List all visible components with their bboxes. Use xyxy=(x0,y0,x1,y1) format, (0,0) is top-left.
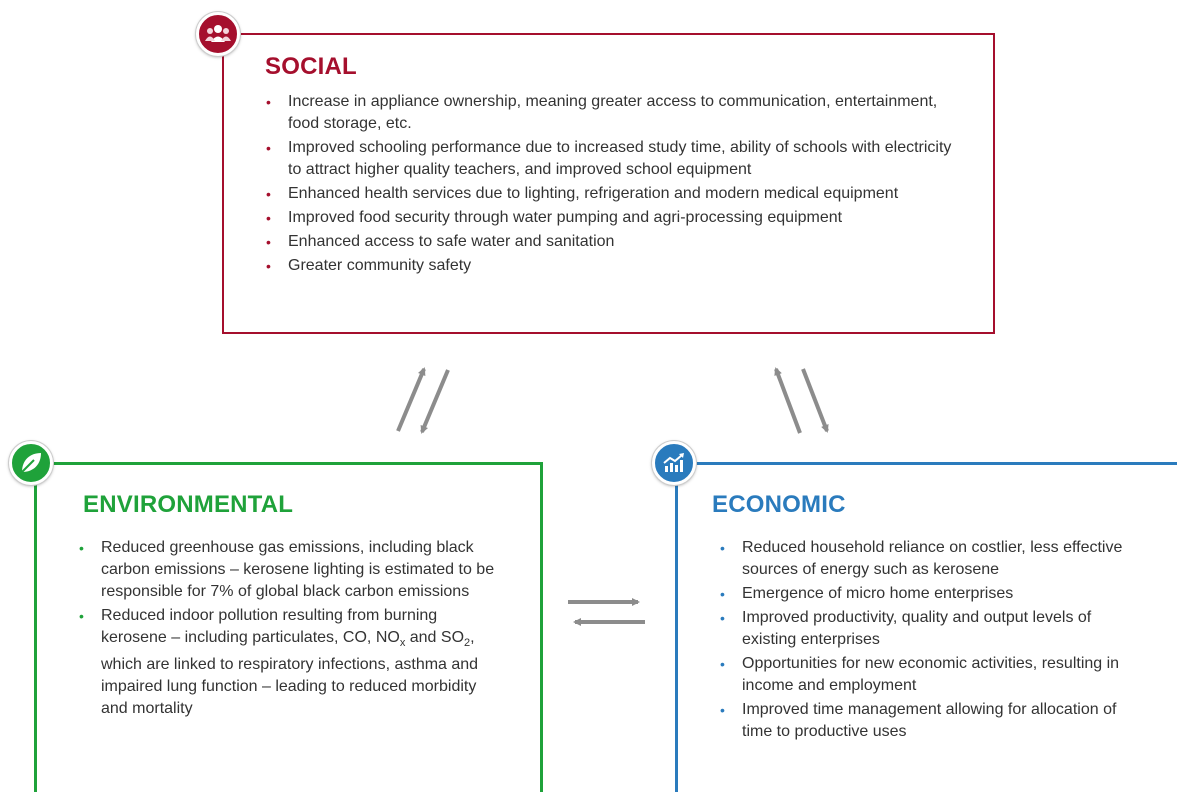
economic-title: ECONOMIC xyxy=(712,491,846,518)
social-list: •Increase in appliance ownership, meanin… xyxy=(266,91,966,279)
list-item: •Improved schooling performance due to i… xyxy=(266,139,952,178)
bullet: • xyxy=(266,258,271,274)
list-item: •Emergence of micro home enterprises xyxy=(720,583,1140,605)
bullet: • xyxy=(79,608,84,624)
list-item: •Enhanced health services due to lightin… xyxy=(266,183,966,205)
bullet: • xyxy=(79,540,84,556)
list-item: •Improved time management allowing for a… xyxy=(720,701,1117,740)
growth-chart-icon xyxy=(652,441,696,485)
social-box: SOCIAL •Increase in appliance ownership,… xyxy=(222,33,995,334)
bullet: • xyxy=(266,94,271,110)
people-icon xyxy=(196,12,240,56)
list-item: •Enhanced access to safe water and sanit… xyxy=(266,231,966,253)
environmental-list: •Reduced greenhouse gas emissions, inclu… xyxy=(79,537,499,722)
bullet: • xyxy=(720,586,725,602)
bullet: • xyxy=(720,702,725,718)
bullet: • xyxy=(720,656,725,672)
bullet: • xyxy=(720,610,725,626)
social-title: SOCIAL xyxy=(265,53,357,80)
economic-list: •Reduced household reliance on costlier,… xyxy=(720,537,1140,745)
arrow-eco-to-social xyxy=(774,367,802,434)
connector-arrows xyxy=(396,367,829,626)
environmental-box: ENVIRONMENTAL •Reduced greenhouse gas em… xyxy=(34,462,543,792)
list-item: •Increase in appliance ownership, meanin… xyxy=(266,93,938,132)
arrow-social-to-eco xyxy=(801,368,829,433)
list-item: •Greater community safety xyxy=(266,255,966,277)
list-item: •Reduced indoor pollution resulting from… xyxy=(79,607,479,718)
bullet: • xyxy=(266,140,271,156)
economic-box: ECONOMIC •Reduced household reliance on … xyxy=(675,462,1177,792)
arrow-env-to-social xyxy=(396,367,426,432)
leaf-icon xyxy=(9,441,53,485)
bullet: • xyxy=(720,540,725,556)
bullet: • xyxy=(266,186,271,202)
environmental-title: ENVIRONMENTAL xyxy=(83,491,294,518)
bullet: • xyxy=(266,234,271,250)
bullet: • xyxy=(266,210,271,226)
list-item: •Reduced household reliance on costlier,… xyxy=(720,539,1123,578)
list-item: •Reduced greenhouse gas emissions, inclu… xyxy=(79,539,495,600)
list-item: •Improved food security through water pu… xyxy=(266,207,966,229)
list-item: •Improved productivity, quality and outp… xyxy=(720,609,1092,648)
arrow-social-to-env xyxy=(420,369,450,434)
list-item: •Opportunities for new economic activiti… xyxy=(720,655,1120,694)
